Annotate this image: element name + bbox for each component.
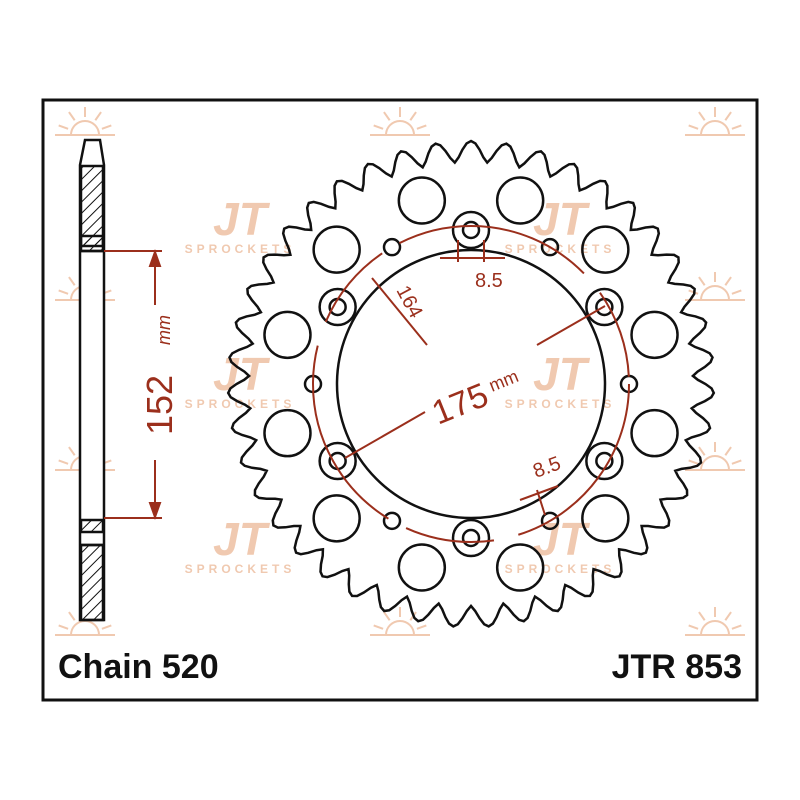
sun-watermark-icon: [685, 107, 745, 136]
small-hole: [540, 237, 560, 257]
watermark-logo: JT: [533, 193, 591, 245]
small-hole: [382, 511, 402, 531]
lightening-hole: [397, 176, 447, 225]
bolt-hole: [461, 220, 481, 240]
pcd-dimension: [312, 225, 630, 543]
lightening-hole: [581, 494, 630, 543]
lightening-hole: [263, 408, 312, 458]
sun-watermark-icon: [55, 107, 115, 136]
lightening-hole: [495, 543, 545, 592]
lightening-hole: [263, 310, 312, 360]
watermark-text: SPROCKETS: [505, 397, 616, 411]
watermark-text: SPROCKETS: [505, 562, 616, 576]
bolt-boss: [318, 441, 357, 481]
bolt-boss: [585, 287, 624, 327]
lightening-hole: [581, 225, 630, 274]
small-hole: [540, 511, 560, 531]
watermark-logo: JT: [213, 193, 271, 245]
sprocket-teeth-outline: [226, 139, 716, 628]
watermark-text: SPROCKETS: [185, 242, 296, 256]
bolt-boss: [318, 287, 357, 327]
sun-watermark-icon: [685, 442, 745, 471]
lightening-hole: [630, 408, 679, 458]
sun-watermark-icon: [685, 607, 745, 636]
bolt-hole-bottom-value: 8.5: [530, 453, 564, 483]
offset-dimension: [104, 249, 162, 520]
holes: [263, 176, 679, 592]
offset-value: 152: [139, 375, 180, 435]
pcd-value: 175: [427, 376, 494, 432]
bolt-hole-top-value: 8.5: [475, 270, 503, 292]
watermark-text: SPROCKETS: [185, 562, 296, 576]
watermark-logo: JT: [213, 348, 271, 400]
watermark-layer: JTSPROCKETSJTSPROCKETSJTSPROCKETSJTSPROC…: [55, 107, 745, 636]
bolt-hole: [461, 528, 481, 548]
frame-border: [41, 98, 759, 702]
lightening-hole: [312, 225, 361, 274]
bolt-boss: [451, 210, 491, 250]
watermark-logo: JT: [213, 513, 271, 565]
center-bore-value: 164: [392, 282, 427, 322]
lightening-hole: [630, 310, 679, 360]
watermark-logo: JT: [533, 348, 591, 400]
lightening-hole: [312, 494, 361, 543]
side-profile: [78, 138, 106, 622]
lightening-hole: [397, 543, 447, 592]
center-bore: [335, 248, 607, 520]
offset-unit: mm: [154, 315, 174, 345]
watermark-text: SPROCKETS: [185, 397, 296, 411]
small-hole: [382, 237, 402, 257]
sun-watermark-icon: [370, 107, 430, 136]
lightening-hole: [495, 176, 545, 225]
bolt-boss: [451, 518, 491, 558]
sun-watermark-icon: [370, 607, 430, 636]
chain-label: Chain 520: [58, 648, 219, 686]
bolt-boss: [585, 441, 624, 481]
part-number: JTR 853: [612, 648, 742, 686]
pcd-unit: mm: [486, 366, 521, 396]
